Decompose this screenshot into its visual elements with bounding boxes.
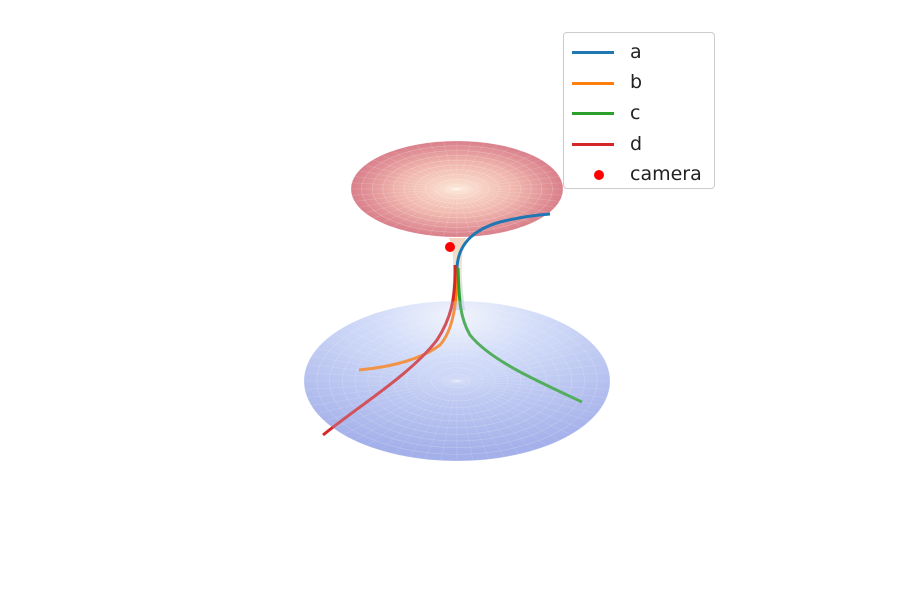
legend-label-b: b	[630, 71, 643, 94]
legend-item-c: c	[570, 98, 714, 129]
legend-item-a: a	[570, 37, 714, 68]
series-d-line	[322, 264, 457, 437]
series-a-line	[455, 212, 551, 269]
legend-item-d: d	[570, 129, 714, 160]
legend-label-c: c	[630, 101, 641, 124]
lower-surface-overlay	[304, 301, 610, 461]
legend-label-camera: camera	[630, 163, 702, 186]
legend-item-camera: camera	[570, 159, 714, 190]
upper-surface	[351, 141, 563, 237]
legend-item-b: b	[570, 68, 714, 99]
legend-swatch-a	[570, 42, 614, 62]
legend-label-a: a	[630, 40, 642, 63]
legend-swatch-camera	[570, 165, 614, 185]
lower-surface	[304, 301, 610, 461]
legend-swatch-c	[570, 103, 614, 123]
legend-label-d: d	[630, 132, 643, 155]
series-b-line	[358, 267, 459, 372]
series-c-line	[456, 267, 583, 404]
legend-swatch-d	[570, 134, 614, 154]
camera-point	[445, 242, 455, 252]
upper-surface-grid	[350, 140, 564, 238]
legend-swatch-b	[570, 73, 614, 93]
